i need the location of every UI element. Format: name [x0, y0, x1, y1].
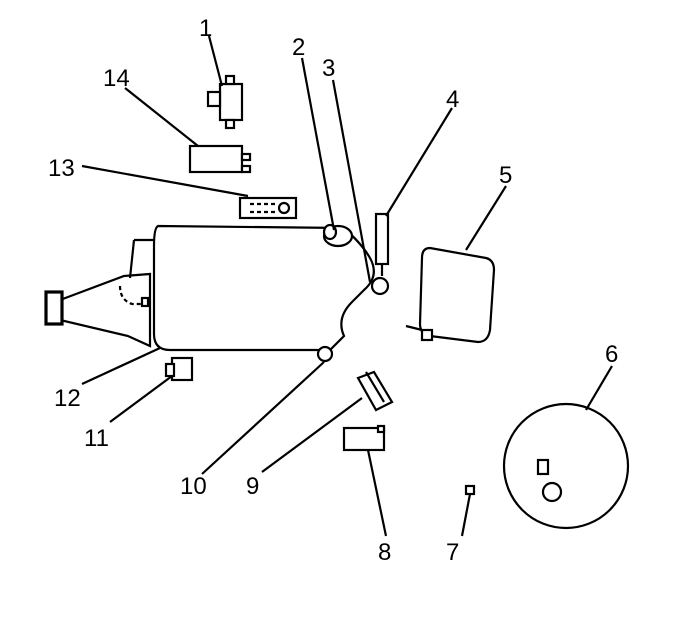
callout-13: 13: [48, 155, 75, 182]
callout-8: 8: [378, 539, 391, 566]
valve-4: [374, 212, 390, 276]
solenoid-14: [188, 144, 252, 174]
callout-12: 12: [54, 385, 81, 412]
callout-3: 3: [322, 55, 335, 82]
evap-canister-5: [405, 246, 496, 344]
hose-end-7: [464, 484, 476, 496]
solenoid-11: [164, 356, 194, 382]
callout-4: 4: [446, 86, 459, 113]
callout-labels: 1 2 3 4 5 6 7 8 9 10 11 12 13 14: [48, 15, 618, 566]
leader-lines: [81, 35, 613, 537]
callout-11: 11: [84, 425, 109, 452]
fitting-2: [322, 223, 354, 248]
callout-7: 7: [446, 539, 459, 566]
callout-5: 5: [499, 162, 512, 189]
callout-6: 6: [605, 341, 618, 368]
sensor-13: [238, 196, 298, 220]
brake-booster-6: [502, 402, 630, 530]
callout-2: 2: [292, 34, 305, 61]
callout-14: 14: [103, 65, 130, 92]
vacuum-valve-1: [206, 74, 244, 130]
port-3: [370, 276, 390, 296]
callout-10: 10: [180, 473, 207, 500]
solenoid-8: [342, 424, 386, 452]
intake-duct: [44, 272, 152, 348]
callout-1: 1: [199, 15, 212, 42]
check-valve-9: [356, 370, 394, 412]
callout-9: 9: [246, 473, 259, 500]
engine-block: [128, 224, 375, 352]
port-10: [316, 345, 334, 363]
